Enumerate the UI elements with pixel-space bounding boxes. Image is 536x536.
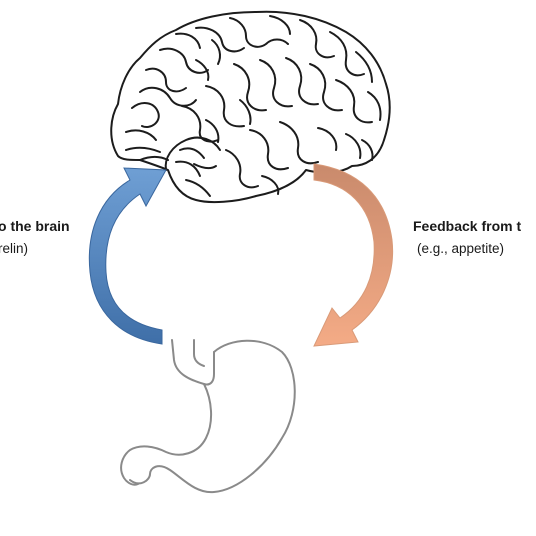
stomach-icon — [120, 339, 296, 494]
left-label-title: o the brain — [0, 218, 70, 234]
right-label-subtitle: (e.g., appetite) — [417, 241, 505, 256]
left-arrow — [88, 167, 167, 345]
right-label-title: Feedback from t — [413, 218, 522, 234]
right-arrow — [313, 163, 394, 347]
brain-outline — [110, 10, 391, 204]
left-label-subtitle: relin) — [0, 241, 29, 256]
brain-icon — [110, 10, 391, 204]
